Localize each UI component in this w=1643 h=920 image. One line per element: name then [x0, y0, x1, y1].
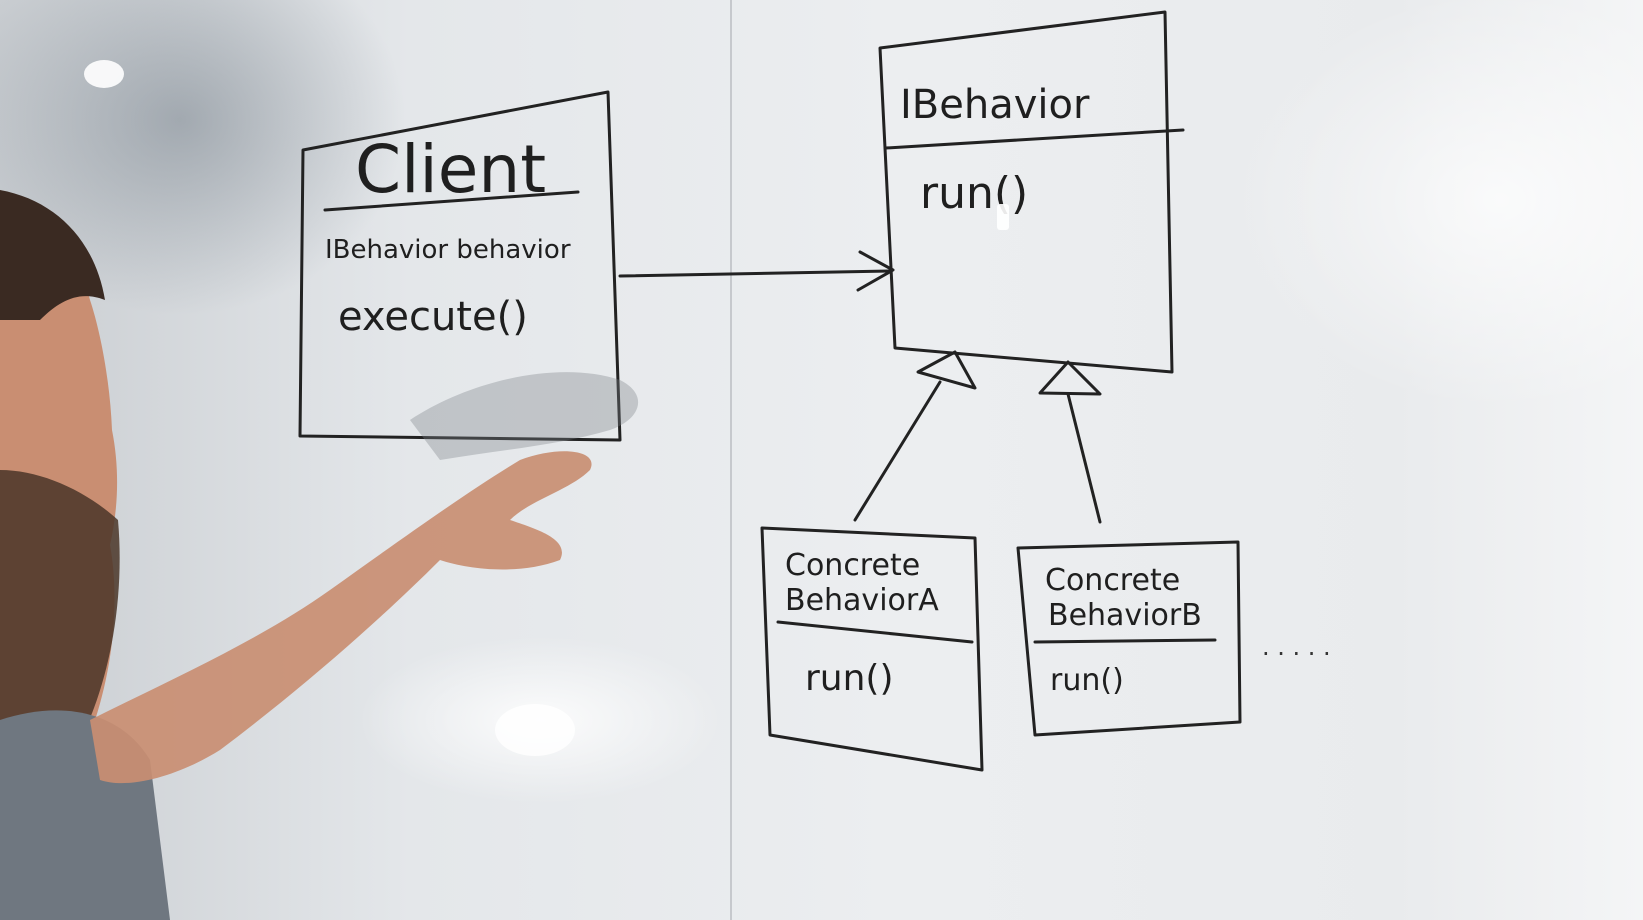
reflection-spot: [997, 204, 1009, 230]
whiteboard-seam: [730, 0, 732, 920]
presenter-beard: [0, 470, 120, 760]
client-method: execute(): [338, 294, 528, 340]
hand-shadow: [410, 372, 639, 460]
inheritance-triangle-b: [1038, 360, 1102, 396]
light-glare: [495, 704, 575, 756]
client-field: IBehavior behavior: [325, 235, 571, 265]
inheritance-line-b: [1066, 392, 1102, 524]
presenter: [0, 190, 592, 920]
association-line: [618, 269, 892, 278]
client-title: Client: [355, 131, 546, 208]
inheritance-arrow-a: [853, 350, 977, 522]
ibehavior-title: IBehavior: [900, 82, 1090, 128]
concrete-b-outline: [1016, 540, 1242, 737]
concrete-b-title-line2: BehaviorB: [1048, 598, 1202, 633]
presenter-arm-hand: [90, 451, 592, 784]
concrete-behavior-b-box: Concrete BehaviorB run(): [1016, 540, 1242, 737]
inheritance-arrow-b: [1038, 360, 1102, 524]
ellipsis-text: · · · · ·: [1262, 640, 1331, 668]
inheritance-triangle-a: [916, 350, 977, 390]
ibehavior-method: run(): [920, 168, 1028, 219]
concrete-b-title-line1: Concrete: [1045, 563, 1180, 598]
ibehavior-interface-box: IBehavior run(): [878, 10, 1185, 374]
client-class-box: Client IBehavior behavior execute(): [298, 90, 622, 442]
concrete-behavior-a-box: Concrete BehaviorA run(): [760, 526, 984, 772]
more-implementations-ellipsis: · · · · ·: [1262, 640, 1331, 668]
presenter-hair: [0, 190, 105, 320]
client-box-outline: [298, 90, 622, 442]
association-arrowhead: [856, 250, 895, 292]
concrete-a-title-line1: Concrete: [785, 548, 920, 583]
association-arrow: [618, 250, 895, 292]
concrete-a-outline: [760, 526, 984, 772]
ibehavior-box-outline: [878, 10, 1174, 374]
concrete-a-title-line2: BehaviorA: [785, 583, 939, 618]
concrete-b-divider: [1033, 638, 1217, 644]
concrete-a-method: run(): [805, 658, 894, 699]
ibehavior-title-divider: [884, 128, 1185, 150]
client-title-divider: [323, 190, 580, 212]
inheritance-line-a: [853, 380, 942, 522]
concrete-b-method: run(): [1050, 663, 1124, 698]
ceiling-light-reflection: [84, 60, 124, 88]
concrete-a-divider: [776, 620, 974, 644]
